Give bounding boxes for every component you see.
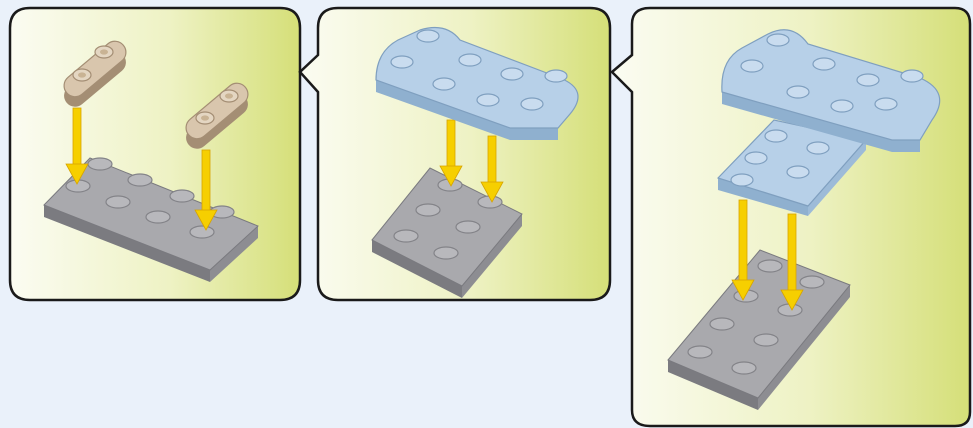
step-panel-1 — [10, 8, 300, 300]
step-panel-3 — [612, 8, 970, 426]
step-panel-2 — [300, 8, 610, 300]
